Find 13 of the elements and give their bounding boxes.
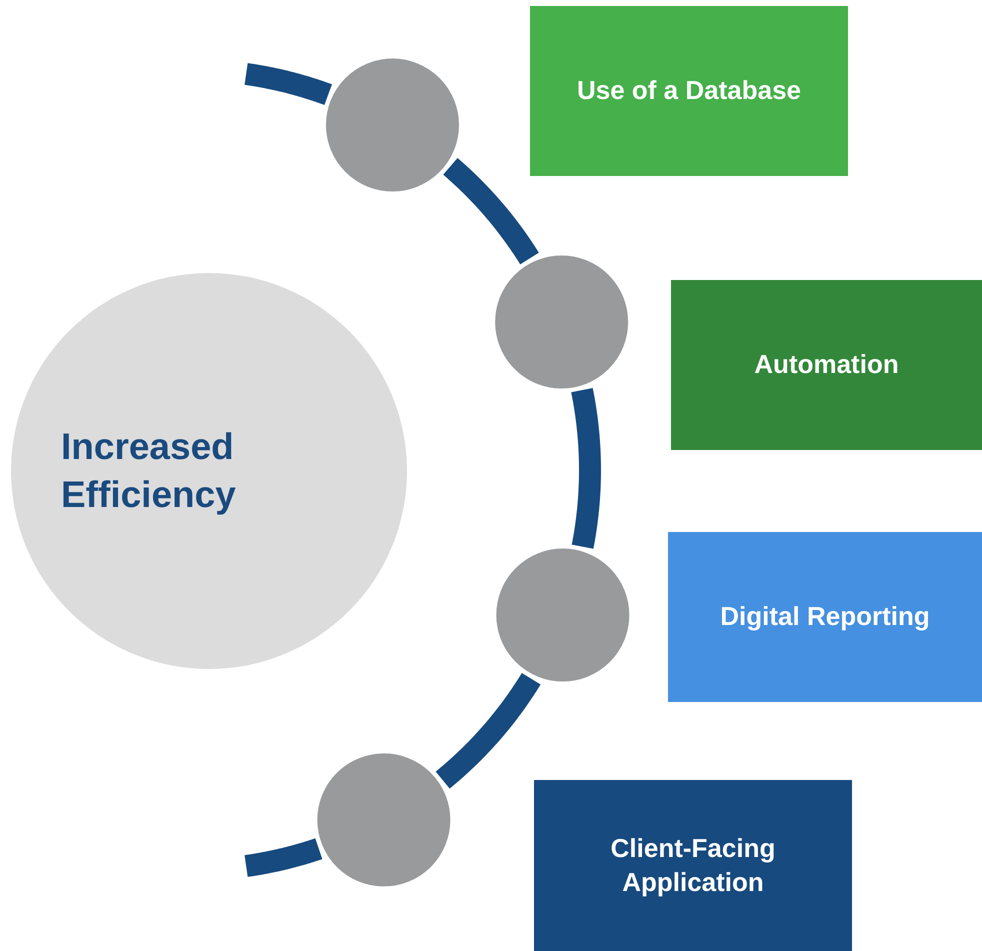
item-box xyxy=(668,532,982,702)
node-label: Use of a Database xyxy=(576,74,802,108)
item-box xyxy=(671,280,982,450)
node-label: Digital Reporting xyxy=(719,600,931,634)
node-label: Client-Facing Application xyxy=(610,832,776,898)
step-circle xyxy=(492,252,632,392)
item-box xyxy=(534,780,852,951)
node-label: Increased Efficiency xyxy=(60,424,237,517)
arc-connector xyxy=(434,670,541,789)
node-label: Automation xyxy=(753,348,900,382)
step-circle xyxy=(314,750,454,890)
arc-connector xyxy=(442,157,539,267)
item-box xyxy=(530,6,848,176)
